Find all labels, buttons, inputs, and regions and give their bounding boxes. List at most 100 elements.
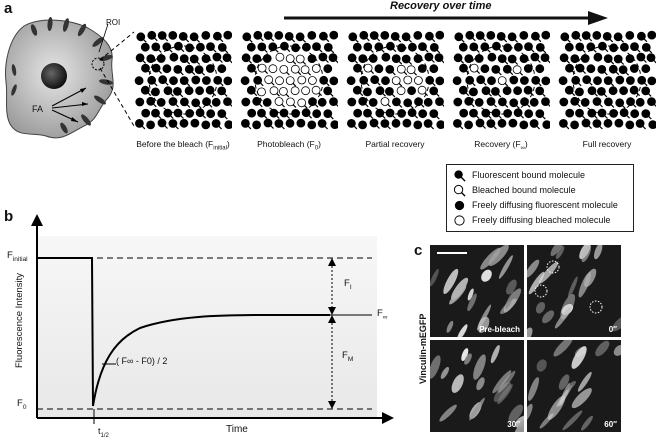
molecule [648,120,656,129]
molecule [530,52,540,62]
molecule-tail [486,48,491,53]
molecule [348,32,358,42]
molecule-tail [520,114,525,119]
molecule-tail [408,61,413,65]
molecule [168,31,178,40]
molecule-tail [475,115,480,120]
molecule [156,98,166,107]
adhesion-streak [508,404,524,423]
molecule [253,75,263,85]
step-caption-2: Partial recovery [365,139,425,149]
f-m-label: FM [342,350,354,363]
molecule-tail [397,38,402,43]
f-i-label: FI [344,278,352,291]
molecule [358,96,368,106]
molecule [603,118,613,128]
molecule-tail [514,61,519,65]
molecule-tail [229,59,232,64]
molecule-tail [392,48,397,53]
molecule [189,32,199,42]
molecule [535,86,545,96]
molecule [213,75,223,85]
molecule [570,120,580,130]
molecule-tail [286,48,291,53]
molecule [156,54,166,63]
molecule-tail [493,103,497,108]
molecule [476,75,486,85]
molecule [262,54,272,63]
molecule-tail [537,38,542,43]
molecule-tail [504,60,509,65]
molecule [407,86,416,96]
molecule-tail [297,71,302,76]
molecule [368,98,378,107]
molecule-tail [604,115,608,119]
molecule [391,76,401,85]
roi-dashed-circle [466,45,536,115]
molecule [323,64,333,74]
molecule [179,54,189,64]
molecule-tail [324,59,329,63]
molecule [329,97,338,106]
bleach-roi-markers [534,260,603,314]
molecule [173,87,182,96]
adhesion-streak [536,359,547,372]
molecule [402,118,412,128]
filled-circle-icon [454,200,465,210]
molecule [212,52,222,62]
molecule [564,85,574,95]
molecule [146,120,156,130]
panel-a-letter: a [4,0,13,17]
molecule [206,42,215,52]
molecule [497,76,507,85]
molecule-tail [292,60,297,65]
molecule [481,86,491,96]
molecule [381,52,391,62]
molecule [179,76,189,85]
molecule-tail [180,48,185,53]
molecule [586,64,596,74]
molecule-tail [274,48,279,53]
molecule-tail [471,82,476,87]
molecule-tail [620,61,625,65]
molecule-tail [302,38,307,43]
molecule [435,97,444,106]
molecule-tail [303,104,308,109]
molecule [392,97,401,107]
molecule-tail [325,38,330,43]
molecule-tail [164,81,169,86]
molecule-tail [498,115,502,119]
molecule [541,97,550,106]
molecule [565,63,574,73]
molecule [531,75,541,85]
molecule [509,98,519,108]
molecule-tail [509,71,514,76]
adhesion-streak [554,307,572,329]
f-initial-label: Finitial [7,250,28,263]
molecule-tail [435,92,440,97]
roi-dashed-circle [148,45,218,115]
molecule [509,75,519,85]
molecule-tail [263,48,268,53]
molecule-tail [302,61,307,65]
t-half-label: t1/2 [98,426,109,439]
molecule-tail [541,115,546,120]
molecule-tail [258,103,263,108]
molecule [417,85,427,95]
molecule [636,52,646,62]
adhesion-streak [498,255,513,279]
molecule [323,86,333,96]
vinculin-label: Vinculin-mEGFP [418,313,428,384]
molecule-tail [598,125,603,130]
roi-dashed-circle [572,45,642,115]
molecule [157,118,167,128]
molecule [189,54,199,64]
molecule-tail [471,37,476,42]
filled-tailed-circle-icon [454,169,466,182]
adhesion-streak [538,261,559,284]
molecule-tail [626,114,631,119]
molecule [647,97,656,106]
molecule [275,76,284,86]
molecule-tail [329,92,334,97]
molecule [413,31,423,40]
